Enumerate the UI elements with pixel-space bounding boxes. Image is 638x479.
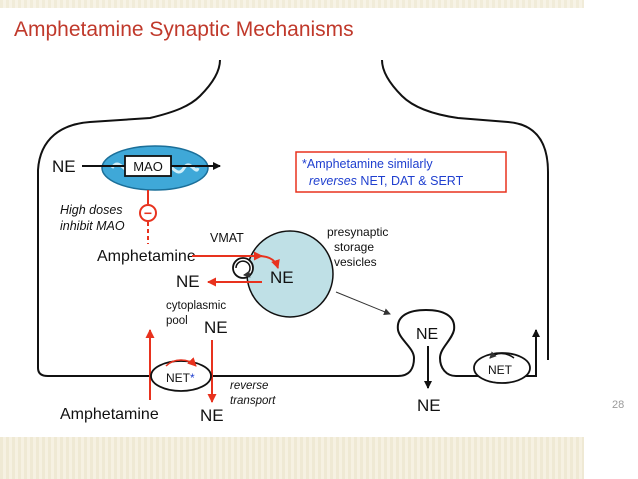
- note-line1: *Amphetamine similarly: [302, 157, 433, 171]
- mao-box: [124, 155, 172, 177]
- ne-cleft-label: NE: [417, 396, 441, 415]
- net-label-text: NET: [166, 371, 191, 385]
- net-rotation-icon: [165, 357, 197, 367]
- net-transporter: [150, 360, 212, 392]
- ne-bottom-label: NE: [200, 406, 224, 425]
- storage-line1: presynaptic: [327, 225, 388, 239]
- postsynaptic-membrane: [381, 59, 549, 360]
- vesicle-curve-arrow: [257, 255, 280, 269]
- side-margin: [584, 0, 638, 479]
- reverse-line1: reverse: [230, 380, 268, 392]
- cytoplasmic-line1: cytoplasmic: [166, 300, 226, 312]
- amphetamine-mid-label: Amphetamine: [97, 248, 196, 265]
- ne-left-label: NE: [176, 272, 200, 291]
- ne-pool-label: NE: [204, 318, 228, 337]
- slide-title: Amphetamine Synaptic Mechanisms: [14, 18, 354, 41]
- net-right-label: NET: [488, 363, 513, 377]
- storage-line2: storage: [334, 240, 374, 254]
- high-doses-line2: inhibit MAO: [60, 219, 125, 233]
- storage-line3: vesicles: [334, 255, 377, 269]
- vesicle-to-release-arrow: [335, 291, 391, 315]
- high-doses-line1: High doses: [60, 203, 123, 217]
- bottom-decor-band: [0, 437, 638, 479]
- reverse-line2: transport: [230, 395, 276, 407]
- note-line2: reverses NET, DAT & SERT: [309, 174, 464, 188]
- top-decor-stripe: [0, 0, 638, 8]
- net-label: NET*: [166, 371, 195, 385]
- inhibit-symbol: −: [144, 205, 152, 221]
- ne-top-label: NE: [52, 157, 76, 176]
- note-rest: NET, DAT & SERT: [357, 174, 464, 188]
- presynaptic-membrane: [37, 59, 484, 377]
- ne-release-label: NE: [416, 326, 438, 343]
- amphetamine-bottom-label: Amphetamine: [60, 406, 159, 423]
- inhibit-symbol-circle: [139, 204, 157, 222]
- mao-label: MAO: [133, 159, 163, 174]
- net-right-rotation-icon: [489, 351, 515, 359]
- net-star: *: [190, 371, 195, 385]
- cytoplasmic-line2: pool: [166, 315, 188, 327]
- note-box: [295, 151, 507, 193]
- ne-vesicle-label: NE: [270, 268, 294, 287]
- note-reverses: reverses: [309, 174, 357, 188]
- mechanism-diagram: Amphetamine Synaptic Mechanisms NE MAO −…: [14, 18, 549, 425]
- vmat-label: VMAT: [210, 231, 244, 245]
- slide-number: 28: [612, 399, 625, 411]
- vmat-rotation-icon: [235, 260, 251, 278]
- slide-canvas: Amphetamine Synaptic Mechanisms NE MAO −…: [0, 8, 584, 437]
